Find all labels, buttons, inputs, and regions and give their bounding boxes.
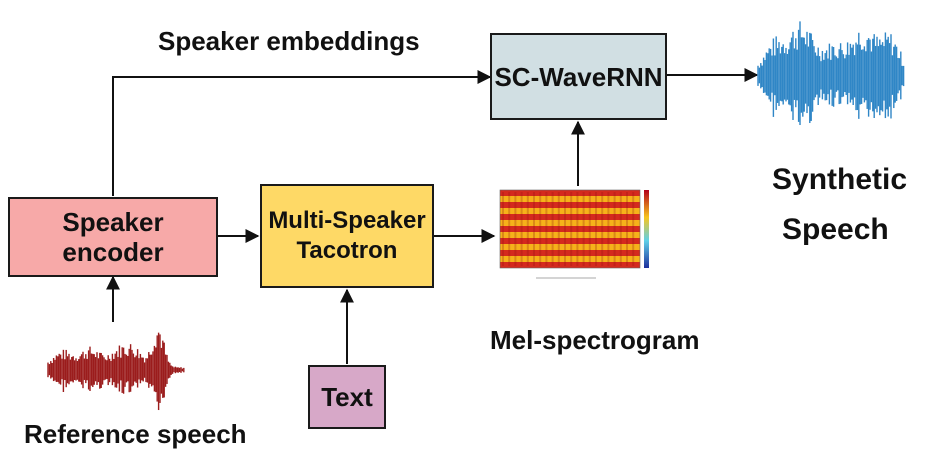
text-box-label: Text — [321, 382, 373, 412]
arrow-embeddings-to-vocoder — [112, 70, 492, 196]
spectrogram-image — [496, 186, 658, 286]
synthetic-speech-waveform-icon — [757, 21, 905, 126]
tacotron-box: Multi-Speaker Tacotron — [260, 184, 434, 288]
synthetic-speech-label-line1: Synthetic — [772, 163, 908, 196]
text-box: Text — [308, 365, 386, 429]
synthetic-speech-label-line2: Speech — [782, 213, 889, 246]
mel-spectrogram-label: Mel-spectrogram — [490, 325, 700, 355]
tacotron-label-line1: Multi-Speaker — [268, 207, 426, 234]
vocoder-box: SC-WaveRNN — [490, 33, 667, 120]
speaker-encoder-box: Speaker encoder — [8, 197, 218, 277]
reference-speech-label: Reference speech — [24, 419, 247, 449]
speaker-encoder-label: Speaker encoder — [62, 207, 164, 267]
reference-speech-waveform-icon — [47, 332, 185, 411]
vocoder-label: SC-WaveRNN — [494, 61, 663, 92]
speaker-embeddings-label: Speaker embeddings — [158, 26, 420, 56]
tacotron-label-line2: Tacotron — [296, 237, 398, 264]
